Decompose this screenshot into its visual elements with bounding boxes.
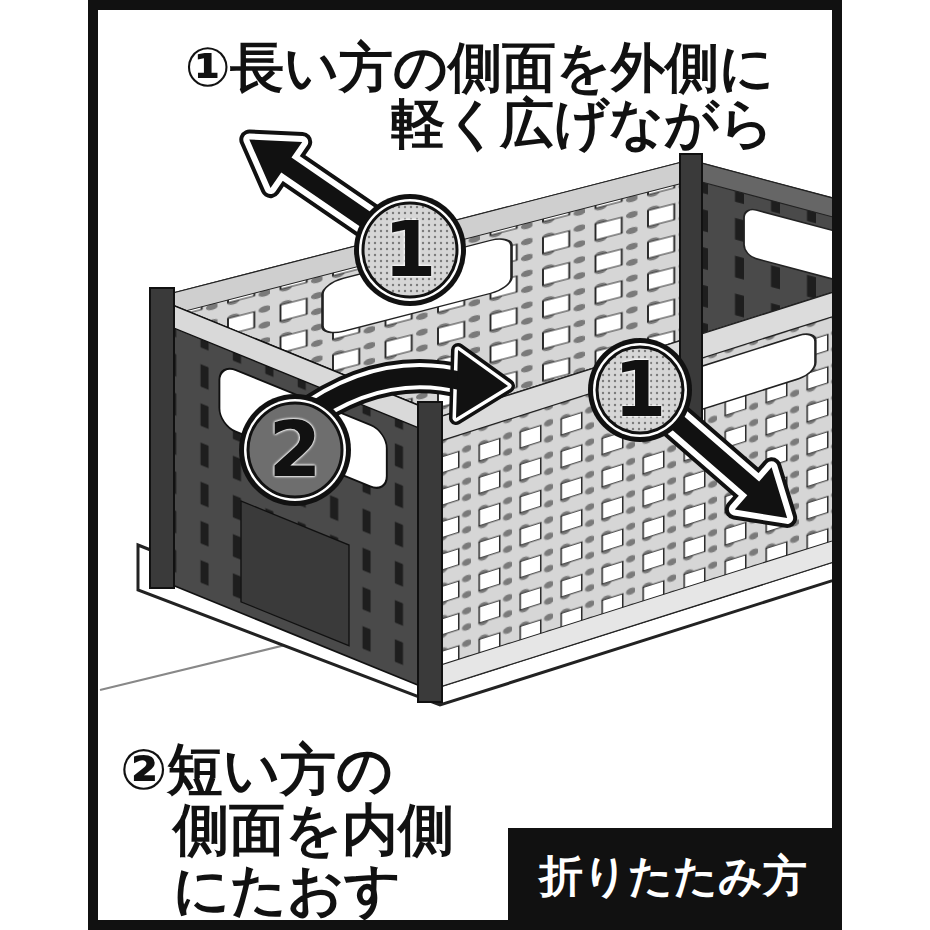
instruction-text: ①長い方の側面を外側に 軽く広げながら	[175, 40, 774, 152]
front-long-wall	[430, 290, 832, 690]
callout-circle	[588, 338, 692, 442]
title-text: 折りたたみ方	[539, 847, 807, 906]
callout-number: 1	[365, 205, 455, 295]
crate	[100, 154, 832, 705]
corner-post	[150, 288, 174, 588]
corner-post	[418, 402, 442, 702]
title-band: 折りたたみ方	[508, 828, 837, 925]
callout-circle	[354, 194, 466, 306]
callout-number: 2	[250, 405, 340, 495]
callout-circle	[239, 394, 351, 506]
short-wall	[160, 300, 430, 690]
frame	[93, 5, 837, 925]
callout-number: 1	[595, 345, 685, 435]
instruction-text: ②短い方の 側面を内側 にたおす	[120, 740, 454, 920]
